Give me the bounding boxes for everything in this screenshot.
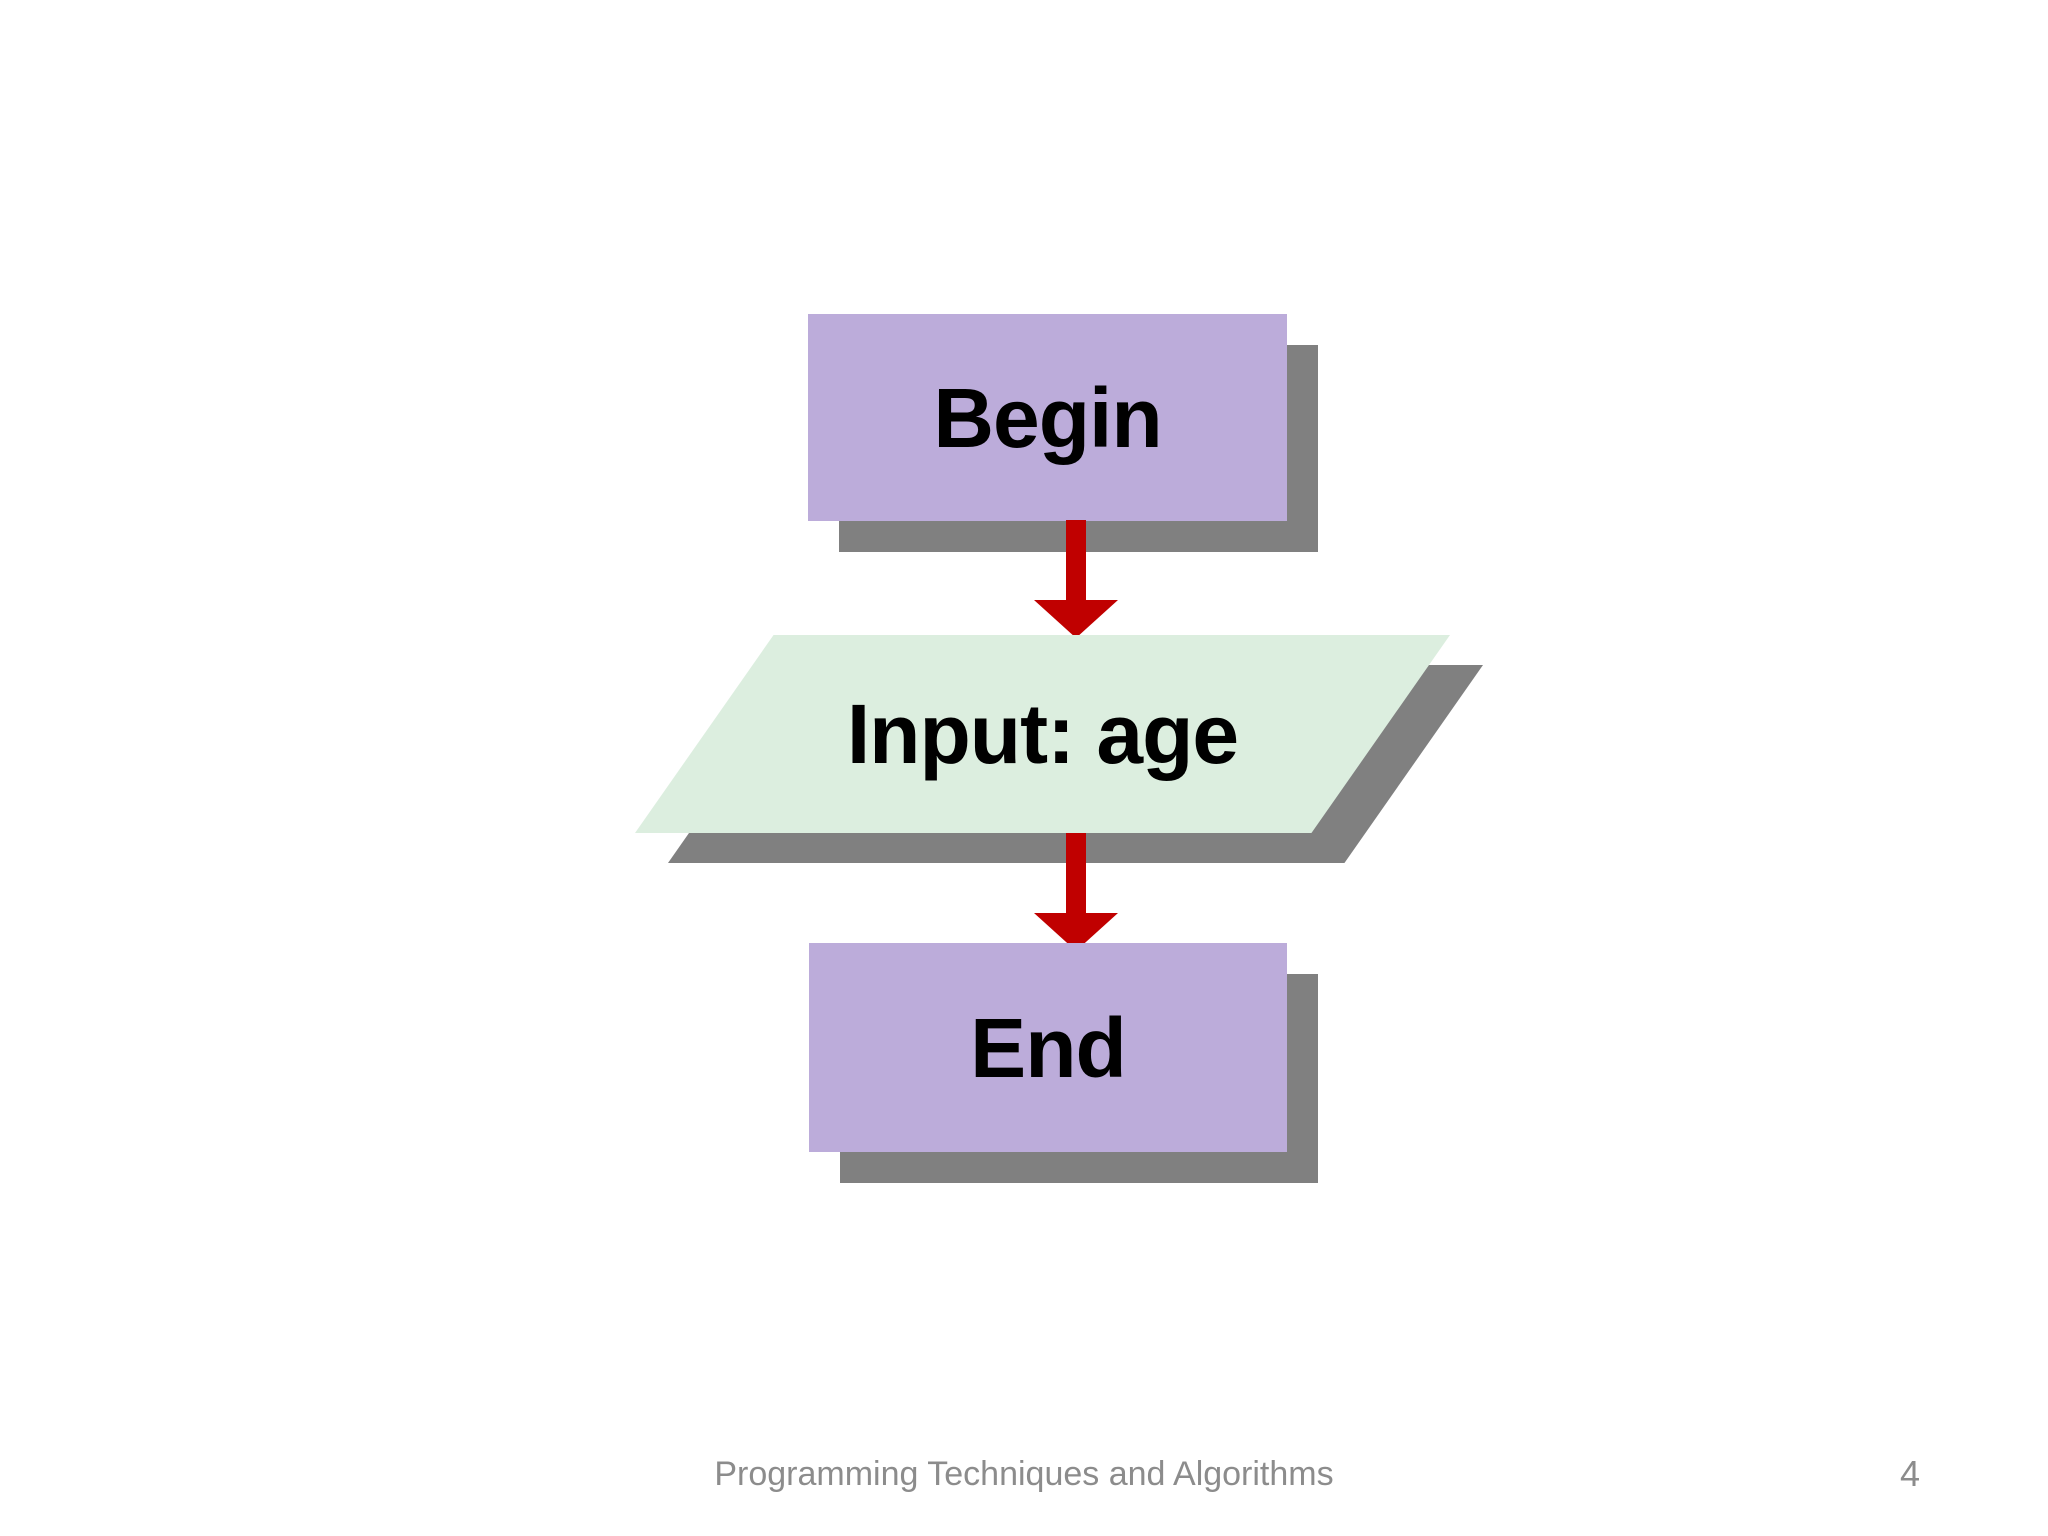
flowchart-arrow-input-to-end [1016,833,1136,951]
end-node-label: End [970,1000,1127,1095]
flowchart-arrow-begin-to-input [1016,520,1136,638]
input-age-node-body[interactable]: Input: age [635,635,1450,833]
flowchart-node-input-age[interactable]: Input: age [635,635,1483,863]
flowchart-node-begin[interactable]: Begin [808,314,1318,552]
footer-title: Programming Techniques and Algorithms [714,1455,1334,1493]
arrow-down-icon [1034,833,1118,951]
input-age-node-label: Input: age [846,687,1239,781]
page-number: 4 [1899,1453,1920,1494]
begin-node-body[interactable]: Begin [808,314,1287,521]
arrow-down-icon [1034,520,1118,638]
flowchart-node-end[interactable]: End [809,943,1319,1183]
end-node-body[interactable]: End [809,943,1287,1152]
begin-node-label: Begin [933,370,1162,465]
